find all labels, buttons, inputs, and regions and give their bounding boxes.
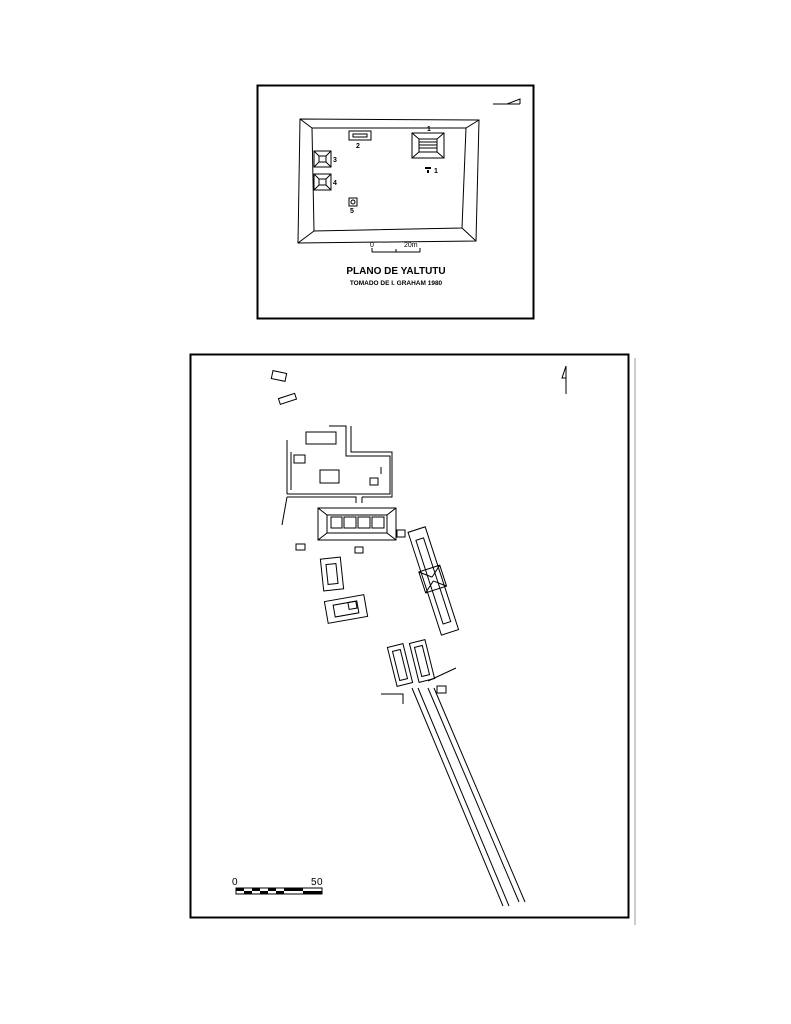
structure-2: [348, 130, 372, 141]
mound-b: [277, 392, 298, 405]
mound-h: [295, 543, 306, 551]
plan-top-frame: [256, 84, 535, 320]
plan-top: [256, 84, 535, 320]
mound-f: [369, 477, 379, 486]
label-structure-3: 3: [333, 157, 337, 164]
mound-c: [305, 431, 337, 445]
plan-bottom-frame: [189, 353, 630, 919]
scale-bar-top: [371, 248, 421, 253]
causeway: [411, 687, 526, 907]
stela-marker-icon: [425, 167, 431, 173]
scale-top-zero: 0: [370, 242, 374, 249]
mound-e: [319, 469, 340, 484]
north-arrow-icon: [561, 365, 567, 394]
label-structure-5: 5: [350, 208, 354, 215]
mound-g: [396, 529, 406, 538]
mound-i: [354, 546, 364, 554]
label-structure-2: 2: [356, 143, 360, 150]
mound-a: [270, 370, 288, 382]
long-platform: [407, 526, 460, 636]
range-structure: [317, 507, 397, 541]
pyramid-structure: [319, 556, 345, 592]
plaza-enclosure: [297, 118, 480, 244]
plan-bottom: [189, 353, 636, 925]
mound-d: [293, 454, 306, 464]
road-fragment: [427, 667, 457, 682]
wall-fragment: [381, 693, 404, 704]
north-arrow-icon: [493, 98, 521, 105]
platform-structure: [323, 594, 369, 624]
label-structure-4: 4: [333, 180, 337, 187]
enclosure-walls: [281, 425, 393, 526]
structure-1: [411, 132, 445, 159]
structure-5: [348, 197, 358, 207]
label-structure-1: 1: [427, 126, 431, 133]
twin-building-right: [408, 639, 436, 683]
mound-j: [436, 685, 447, 694]
label-stela-1: 1: [434, 168, 438, 175]
map-subtitle: TOMADO DE I. GRAHAM 1980: [350, 280, 443, 287]
structure-4: [313, 173, 332, 191]
map-title: PLANO DE YALTUTU: [346, 266, 445, 277]
twin-building-left: [386, 643, 414, 687]
scale-bottom-end: 50: [311, 877, 323, 888]
scale-bar-bottom: [235, 887, 323, 895]
scale-bottom-zero: 0: [232, 877, 238, 888]
scale-top-end: 20m: [404, 242, 418, 249]
structure-3: [313, 150, 332, 168]
